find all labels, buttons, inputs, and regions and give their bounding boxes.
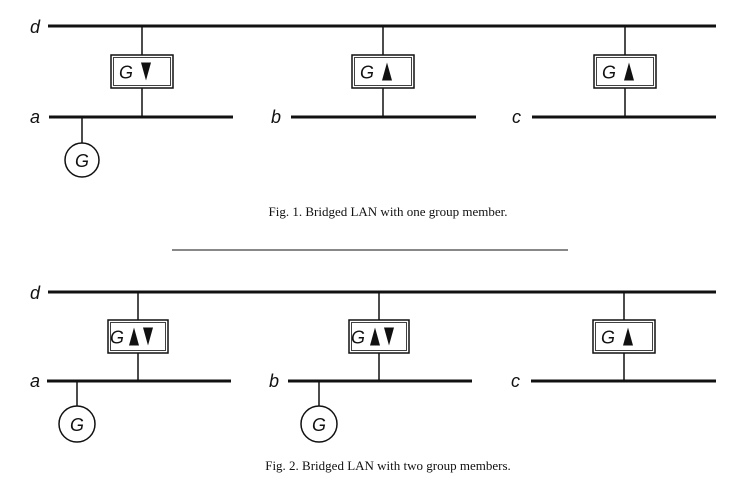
figure-caption: Fig. 2. Bridged LAN with two group membe… xyxy=(265,458,511,473)
member-circle xyxy=(58,405,96,443)
member-circle xyxy=(64,142,100,178)
bridge-group-label: G xyxy=(351,328,365,348)
bridge-box xyxy=(351,54,415,89)
bridge-box-inner xyxy=(113,57,171,86)
member-label: G xyxy=(75,151,89,171)
arrow-down-icon xyxy=(384,327,394,346)
lan-label: b xyxy=(269,371,279,391)
bridge-box-inner xyxy=(110,322,166,351)
lan-a: aGG xyxy=(30,26,233,178)
bridge-group-label: G xyxy=(602,63,616,83)
bridge-box xyxy=(593,54,657,89)
arrow-up-icon xyxy=(382,62,392,81)
bridge-box-inner xyxy=(351,322,407,351)
bridge-box-inner xyxy=(596,57,654,86)
group-member: G xyxy=(58,381,96,443)
bridge-group-label: G xyxy=(601,328,615,348)
member-label: G xyxy=(312,415,326,435)
bridge-box xyxy=(592,319,656,354)
bridge-group-label: G xyxy=(110,328,124,348)
lan-label: c xyxy=(511,371,520,391)
member-label: G xyxy=(70,415,84,435)
bridge-group-label: G xyxy=(119,63,133,83)
bridge-box-inner xyxy=(354,57,412,86)
group-member: G xyxy=(300,381,338,443)
bridge-box-inner xyxy=(595,322,653,351)
lan-label: c xyxy=(512,107,521,127)
bridge-box xyxy=(348,319,410,354)
lan-b: bG xyxy=(271,26,476,127)
lan-label: a xyxy=(30,371,40,391)
lan-c: cG xyxy=(512,26,716,127)
lan-c: cG xyxy=(511,292,716,391)
arrow-up-icon xyxy=(370,327,380,346)
backbone-label: d xyxy=(30,283,41,303)
lan-label: b xyxy=(271,107,281,127)
lan-b: bGG xyxy=(269,292,472,443)
arrow-up-icon xyxy=(623,327,633,346)
lan-label: a xyxy=(30,107,40,127)
bridge-box xyxy=(107,319,169,354)
arrow-up-icon xyxy=(624,62,634,81)
arrow-down-icon xyxy=(141,62,151,81)
backbone-label: d xyxy=(30,17,41,37)
arrow-down-icon xyxy=(143,327,153,346)
figure-caption: Fig. 1. Bridged LAN with one group membe… xyxy=(268,204,507,219)
member-circle xyxy=(300,405,338,443)
lan-a: aGG xyxy=(30,292,231,443)
arrow-up-icon xyxy=(129,327,139,346)
group-member: G xyxy=(64,117,100,178)
bridge-box xyxy=(110,54,174,89)
bridge-group-label: G xyxy=(360,63,374,83)
